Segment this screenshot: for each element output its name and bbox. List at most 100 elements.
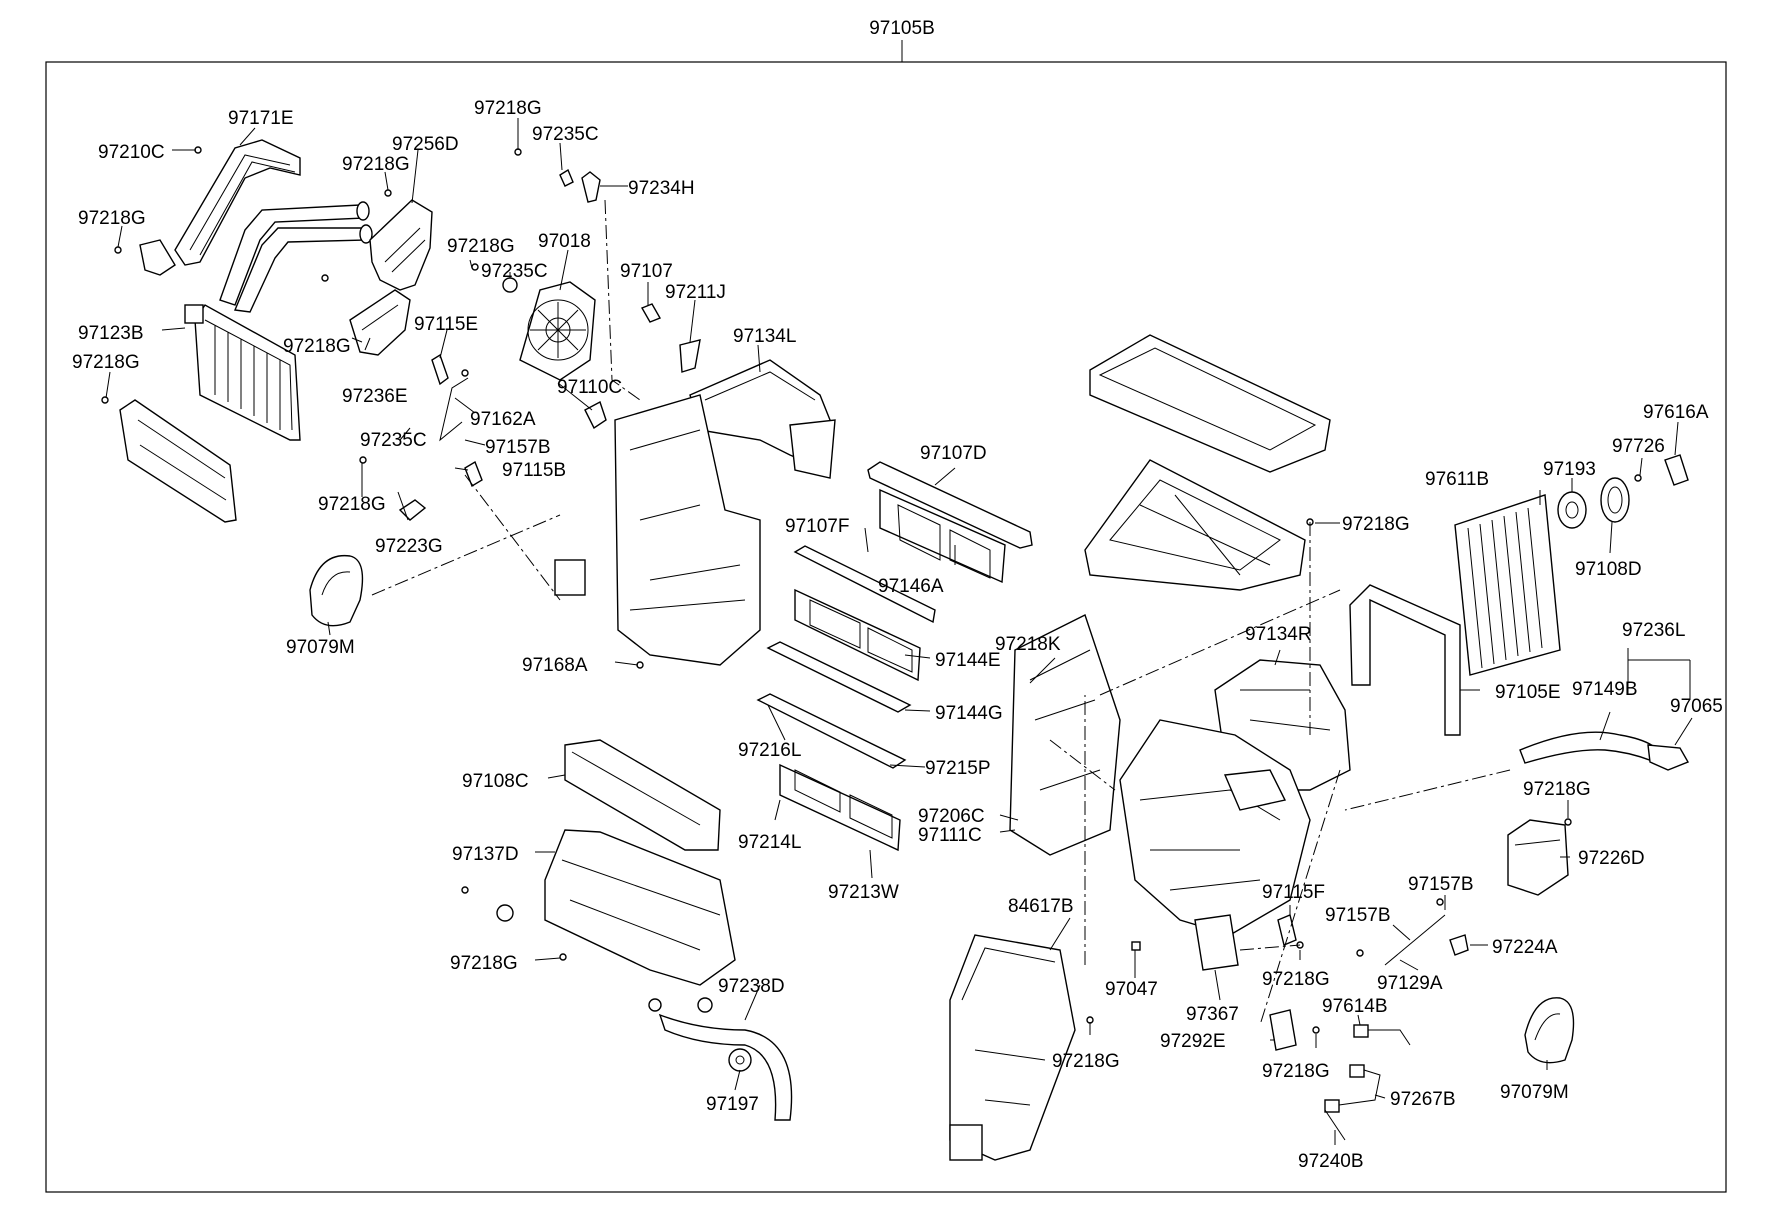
part-label: 97218G xyxy=(1052,1051,1120,1072)
part-label: 97292E xyxy=(1160,1031,1226,1052)
part-label: 97218G xyxy=(447,236,515,257)
part-label: 97115B xyxy=(502,460,566,481)
part-label: 97256D xyxy=(392,134,459,155)
part-label: 97123B xyxy=(78,323,144,344)
part-label: 97726 xyxy=(1612,436,1665,457)
drain-hose-97238d xyxy=(658,1013,793,1121)
duct-84617b xyxy=(949,934,1076,1161)
duct-97079m-right xyxy=(1524,997,1575,1064)
cover-97108c xyxy=(564,739,721,851)
lever-97115f xyxy=(1277,914,1297,946)
door-lever xyxy=(398,353,483,521)
part-label: 97616A xyxy=(1643,402,1709,423)
part-label: 97213W xyxy=(828,882,899,903)
block-97367 xyxy=(1194,914,1239,971)
part-label: 97210C xyxy=(98,142,165,163)
part-label: 97218K xyxy=(995,634,1061,655)
part-label: 97367 xyxy=(1186,1004,1239,1025)
part-label: 97235C xyxy=(481,261,548,282)
door-97107f xyxy=(793,545,936,682)
part-label: 97065 xyxy=(1670,696,1723,717)
filter-top xyxy=(1089,334,1331,473)
gasket-97108d xyxy=(1600,477,1630,523)
part-label: 97193 xyxy=(1543,459,1596,480)
part-label: 97129A xyxy=(1377,973,1443,994)
lever-97224a xyxy=(1449,934,1469,956)
part-label: 97107D xyxy=(920,443,987,464)
part-label: 97115F xyxy=(1262,882,1325,903)
part-label: 97218G xyxy=(283,336,351,357)
foam-97047 xyxy=(1131,941,1141,951)
heater-core-cover xyxy=(119,399,237,523)
part-label: 97108C xyxy=(462,771,529,792)
door-97107d xyxy=(867,461,1033,584)
seal-97144e xyxy=(766,641,912,713)
part-label: 97079M xyxy=(1500,1082,1569,1103)
part-label: 97267B xyxy=(1390,1089,1456,1110)
part-label: 97197 xyxy=(706,1094,759,1115)
evaporator-97611b xyxy=(1454,494,1561,676)
part-label: 97218G xyxy=(78,208,146,229)
part-label: 97146A xyxy=(878,576,944,597)
clip-97292e xyxy=(1269,1009,1297,1051)
part-label: 97157B xyxy=(1325,905,1391,926)
pin-97240b xyxy=(1324,1109,1346,1141)
clip-97235c-top xyxy=(559,168,574,187)
part-label: 97234H xyxy=(628,178,695,199)
part-label: 97211J xyxy=(665,282,726,303)
part-label: 97108D xyxy=(1575,559,1642,580)
part-label: 97111C xyxy=(918,825,982,846)
part-label: 97224A xyxy=(1492,937,1558,958)
part-label: 97235C xyxy=(532,124,599,145)
duct-97079m-left xyxy=(309,554,364,627)
part-label: 97134R xyxy=(1245,624,1312,645)
part-label: 97047 xyxy=(1105,979,1158,1000)
door-97214l xyxy=(779,763,901,852)
part-label: 97218G xyxy=(450,953,518,974)
part-label: 97018 xyxy=(538,231,591,252)
diagram-frame xyxy=(45,61,1727,1193)
part-label: 97157B xyxy=(485,437,551,458)
part-label: 97168A xyxy=(522,655,588,676)
case-lower-97137d xyxy=(496,829,736,1013)
part-label: 97105E xyxy=(1495,682,1561,703)
part-label: 97134L xyxy=(733,326,796,347)
part-label: 97240B xyxy=(1298,1151,1364,1172)
part-label: 97079M xyxy=(286,637,355,658)
part-label: 97611B xyxy=(1425,469,1489,490)
part-label: 97236L xyxy=(1622,620,1685,641)
part-label: 97149B xyxy=(1572,679,1638,700)
actuator-bracket-upper xyxy=(369,199,433,291)
actuator-97226d xyxy=(1507,819,1569,896)
part-label: 97107 xyxy=(620,261,673,282)
part-label: 84617B xyxy=(1008,896,1074,917)
part-label: 97218G xyxy=(318,494,386,515)
part-label: 97223G xyxy=(375,536,443,557)
part-label: 97218G xyxy=(1523,779,1591,800)
part-label: 97107F xyxy=(785,516,849,537)
door-arm-97234h xyxy=(581,171,601,203)
seal-97216l xyxy=(756,693,907,769)
part-label: 97215P xyxy=(925,758,991,779)
part-labels: 97171E 97210C 97256D 97218G 97218G 97123… xyxy=(72,98,1723,1172)
motor-97110c xyxy=(584,400,607,430)
link-97107 xyxy=(640,303,662,323)
heater-pipe-assembly xyxy=(139,139,373,313)
part-label: 97218G xyxy=(342,154,410,175)
gasket-97193 xyxy=(1557,491,1587,529)
part-label: 97206C xyxy=(918,806,985,827)
part-label: 97226D xyxy=(1578,848,1645,869)
rod-97129a xyxy=(1384,914,1446,966)
assembly-label: 97105B xyxy=(869,18,935,39)
part-label: 97157B xyxy=(1408,874,1474,895)
part-label: 97218G xyxy=(1342,514,1410,535)
part-label: 97137D xyxy=(452,844,519,865)
grommet-97197 xyxy=(728,1048,752,1072)
part-label: 97171E xyxy=(228,108,294,129)
part-label: 97614B xyxy=(1322,996,1388,1017)
part-label: 97144G xyxy=(935,703,1003,724)
part-label: 97236E xyxy=(342,386,408,407)
plug-97065 xyxy=(1647,744,1690,771)
sensor-97616a xyxy=(1664,454,1689,486)
